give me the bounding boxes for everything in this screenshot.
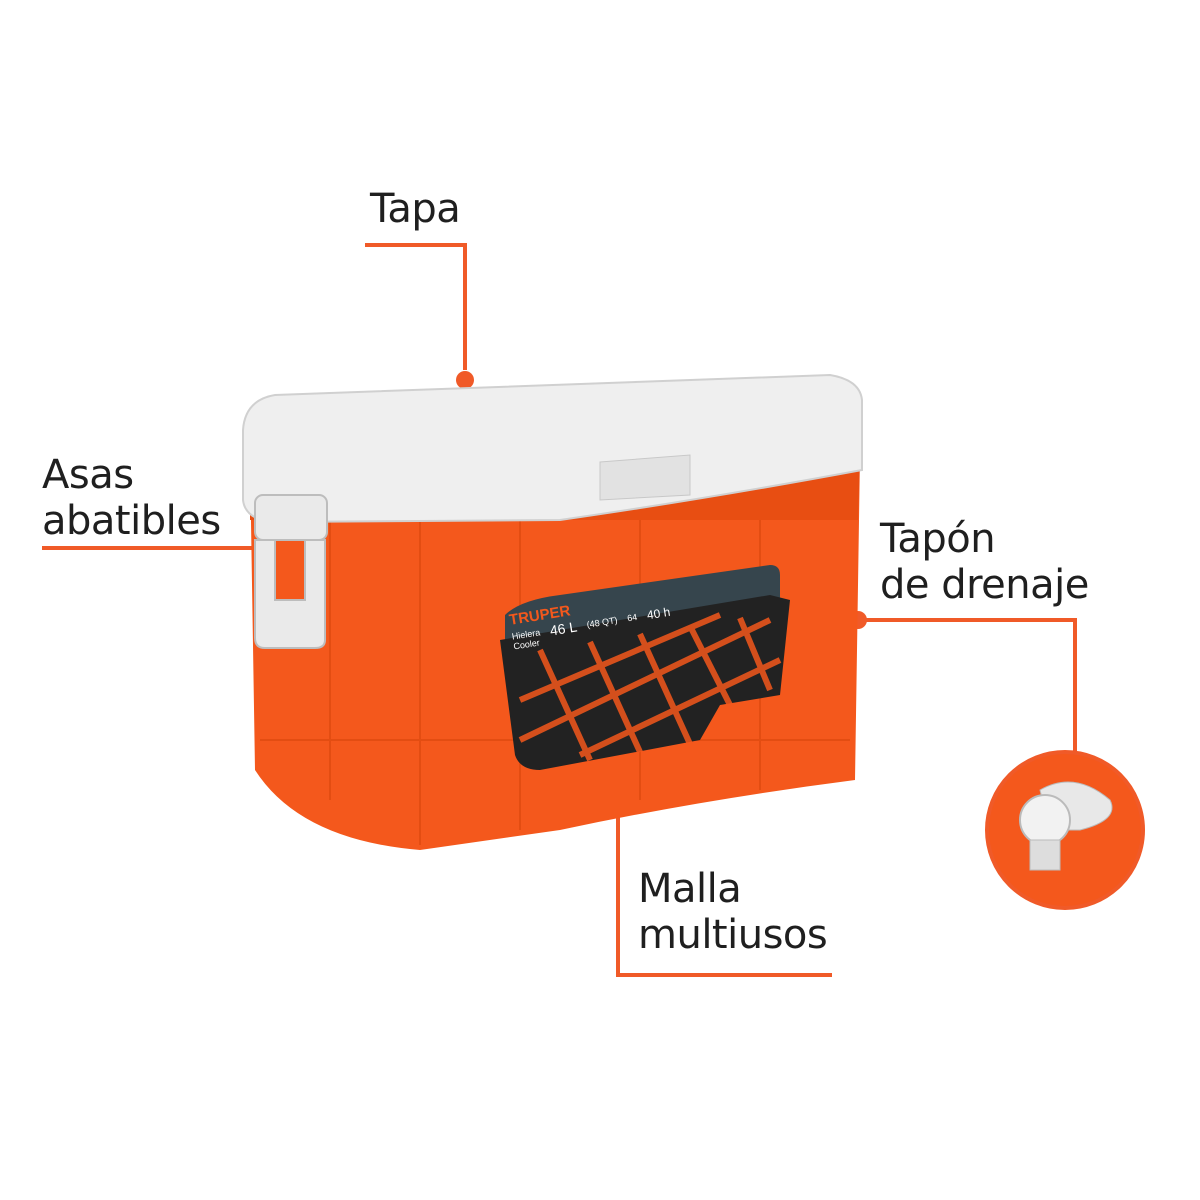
callout-dot-lid <box>456 371 474 389</box>
callout-drain-line2: de drenaje <box>880 562 1089 608</box>
ice-hours: 40 h <box>645 604 672 623</box>
callout-line-lid <box>365 243 467 370</box>
callout-net-line1: Malla <box>638 866 742 912</box>
drain-plug-inset <box>987 752 1143 908</box>
drain-inset-ring <box>985 750 1145 910</box>
capacity: 46 L <box>548 618 579 639</box>
mesh-net-strands <box>518 612 782 762</box>
callout-lid-label: Tapa <box>370 186 461 232</box>
callout-drain-label: Tapón de drenaje <box>880 516 1089 608</box>
callout-drain-line1: Tapón <box>880 516 996 562</box>
callout-handles-line1: Asas <box>42 452 134 498</box>
callout-net-label: Malla multiusos <box>638 866 828 958</box>
can-count: 64 <box>626 611 638 624</box>
lid-latch <box>599 454 691 501</box>
callout-line-drain <box>858 618 1077 765</box>
cooler-handle <box>254 494 328 649</box>
callout-handles-label: Asas abatibles <box>42 452 221 544</box>
callout-net-line2: multiusos <box>638 912 828 958</box>
callout-handles-line2: abatibles <box>42 498 221 544</box>
cooler-lid <box>242 373 863 524</box>
